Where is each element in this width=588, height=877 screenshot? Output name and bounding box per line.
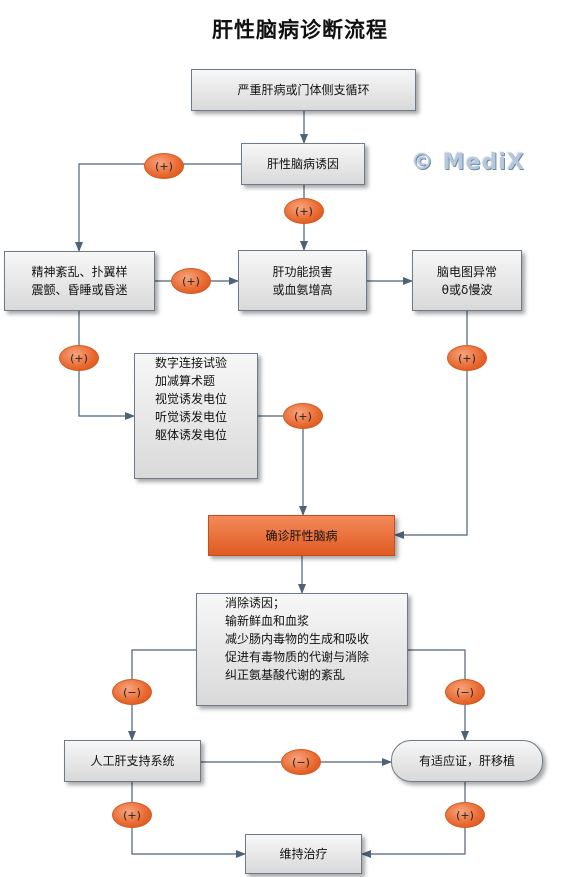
badge-minus-artificial-transplant: (−) bbox=[281, 749, 321, 775]
node-artificial: 人工肝支持系统 bbox=[64, 740, 201, 782]
node-tests: 数字连接试验 加减算术题 视觉诱发电位 听觉诱发电位 躯体诱发电位 bbox=[134, 353, 258, 479]
badge-plus-tests-diagnosis: (+) bbox=[283, 403, 323, 429]
node-tests-line-1: 数字连接试验 bbox=[155, 356, 228, 370]
badge-plus-trigger-symptoms: (+) bbox=[144, 153, 184, 179]
edge-tests-diagnosis bbox=[258, 415, 307, 516]
node-treatment: 消除诱因； 输新鲜血和血浆 减少肠内毒物的生成和吸收 促进有毒物质的代谢与消除 … bbox=[196, 593, 408, 706]
node-treatment-line-4: 促进有毒物质的代谢与消除 bbox=[225, 650, 370, 664]
node-liver-line-2: 或血氨增高 bbox=[272, 282, 333, 297]
node-eeg: 脑电图异常 θ或δ慢波 bbox=[412, 250, 522, 311]
node-portal: 严重肝病或门体侧支循环 bbox=[191, 69, 416, 111]
node-eeg-line-2: θ或δ慢波 bbox=[441, 282, 493, 297]
badge-plus-eeg-diagnosis: (+) bbox=[447, 345, 487, 371]
badge-plus-transplant-maintain: (+) bbox=[445, 802, 485, 828]
edge-trigger-symptoms bbox=[75, 163, 241, 252]
node-symptoms-line-2: 震颤、昏睡或昏迷 bbox=[31, 283, 128, 297]
badge-plus-trigger-liver: (+) bbox=[284, 198, 324, 224]
badge-plus-symptoms-liver: (+) bbox=[171, 268, 211, 294]
node-treatment-line-3: 减少肠内毒物的生成和吸收 bbox=[225, 632, 370, 646]
node-trigger: 肝性脑病诱因 bbox=[241, 143, 365, 185]
node-tests-line-4: 听觉诱发电位 bbox=[155, 410, 228, 424]
node-diagnosis: 确诊肝性脑病 bbox=[208, 515, 395, 556]
watermark-logo: © MediX bbox=[411, 150, 525, 175]
node-tests-line-3: 视觉诱发电位 bbox=[155, 392, 228, 406]
node-tests-line-5: 躯体诱发电位 bbox=[155, 428, 228, 442]
node-liver: 肝功能损害 或血氨增高 bbox=[238, 250, 367, 311]
node-eeg-line-1: 脑电图异常 bbox=[436, 264, 497, 279]
diagram-title: 肝性脑病诊断流程 bbox=[212, 17, 388, 42]
edge-treatment-transplant bbox=[408, 649, 469, 741]
badge-plus-artificial-maintain: (+) bbox=[112, 802, 152, 828]
badge-plus-symptoms-tests: (+) bbox=[59, 345, 99, 371]
node-treatment-line-1: 消除诱因； bbox=[225, 596, 286, 610]
edge-eeg-diagnosis bbox=[394, 311, 468, 539]
node-liver-line-1: 肝功能损害 bbox=[272, 264, 333, 279]
node-maintain: 维持治疗 bbox=[245, 834, 362, 874]
node-transplant: 有适应证，肝移植 bbox=[391, 740, 543, 782]
badge-minus-treatment-transplant: (−) bbox=[445, 679, 485, 705]
node-treatment-line-5: 纠正氨基酸代谢的紊乱 bbox=[225, 668, 346, 682]
badge-minus-treatment-artificial: (−) bbox=[112, 679, 152, 705]
node-tests-line-2: 加减算术题 bbox=[155, 374, 216, 388]
node-symptoms: 精神紊乱、扑翼样 震颤、昏睡或昏迷 bbox=[4, 251, 155, 311]
edge-treatment-artificial bbox=[128, 649, 196, 741]
node-symptoms-line-1: 精神紊乱、扑翼样 bbox=[31, 265, 128, 279]
node-treatment-line-2: 输新鲜血和血浆 bbox=[225, 614, 310, 628]
